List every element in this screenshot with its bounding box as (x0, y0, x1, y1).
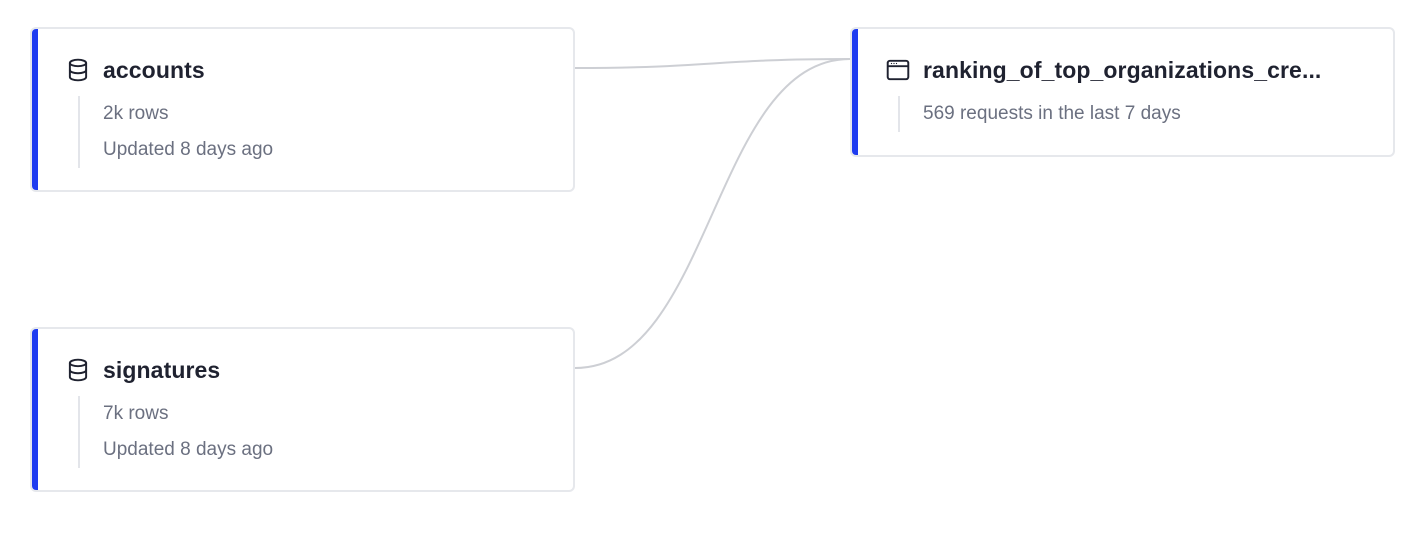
updated-time: Updated 8 days ago (103, 139, 274, 160)
node-endpoint[interactable]: ranking_of_top_organizations_cre... 569 … (850, 27, 1395, 157)
request-count: 569 requests in the last 7 days (923, 103, 1181, 124)
database-icon (65, 57, 91, 83)
database-icon (65, 357, 91, 383)
node-meta: 569 requests in the last 7 days (898, 96, 1181, 132)
edge-signatures-to-endpoint (574, 58, 851, 369)
node-meta: 2k rows Updated 8 days ago (78, 96, 273, 168)
edge-accounts-to-endpoint (574, 58, 851, 69)
node-signatures[interactable]: signatures 7k rows Updated 8 days ago (30, 327, 575, 492)
node-header: signatures (65, 354, 220, 386)
node-title: signatures (103, 356, 221, 383)
node-accent-bar (852, 29, 858, 155)
node-accent-bar (32, 29, 38, 190)
node-accent-bar (32, 329, 38, 490)
node-accounts[interactable]: accounts 2k rows Updated 8 days ago (30, 27, 575, 192)
node-header: ranking_of_top_organizations_cre... (885, 54, 1321, 86)
node-header: accounts (65, 54, 205, 86)
node-title: ranking_of_top_organizations_cre... (923, 56, 1322, 83)
row-count: 7k rows (103, 403, 169, 424)
browser-window-icon (885, 57, 911, 83)
node-title: accounts (103, 56, 205, 83)
node-meta: 7k rows Updated 8 days ago (78, 396, 273, 468)
updated-time: Updated 8 days ago (103, 439, 274, 460)
row-count: 2k rows (103, 103, 169, 124)
